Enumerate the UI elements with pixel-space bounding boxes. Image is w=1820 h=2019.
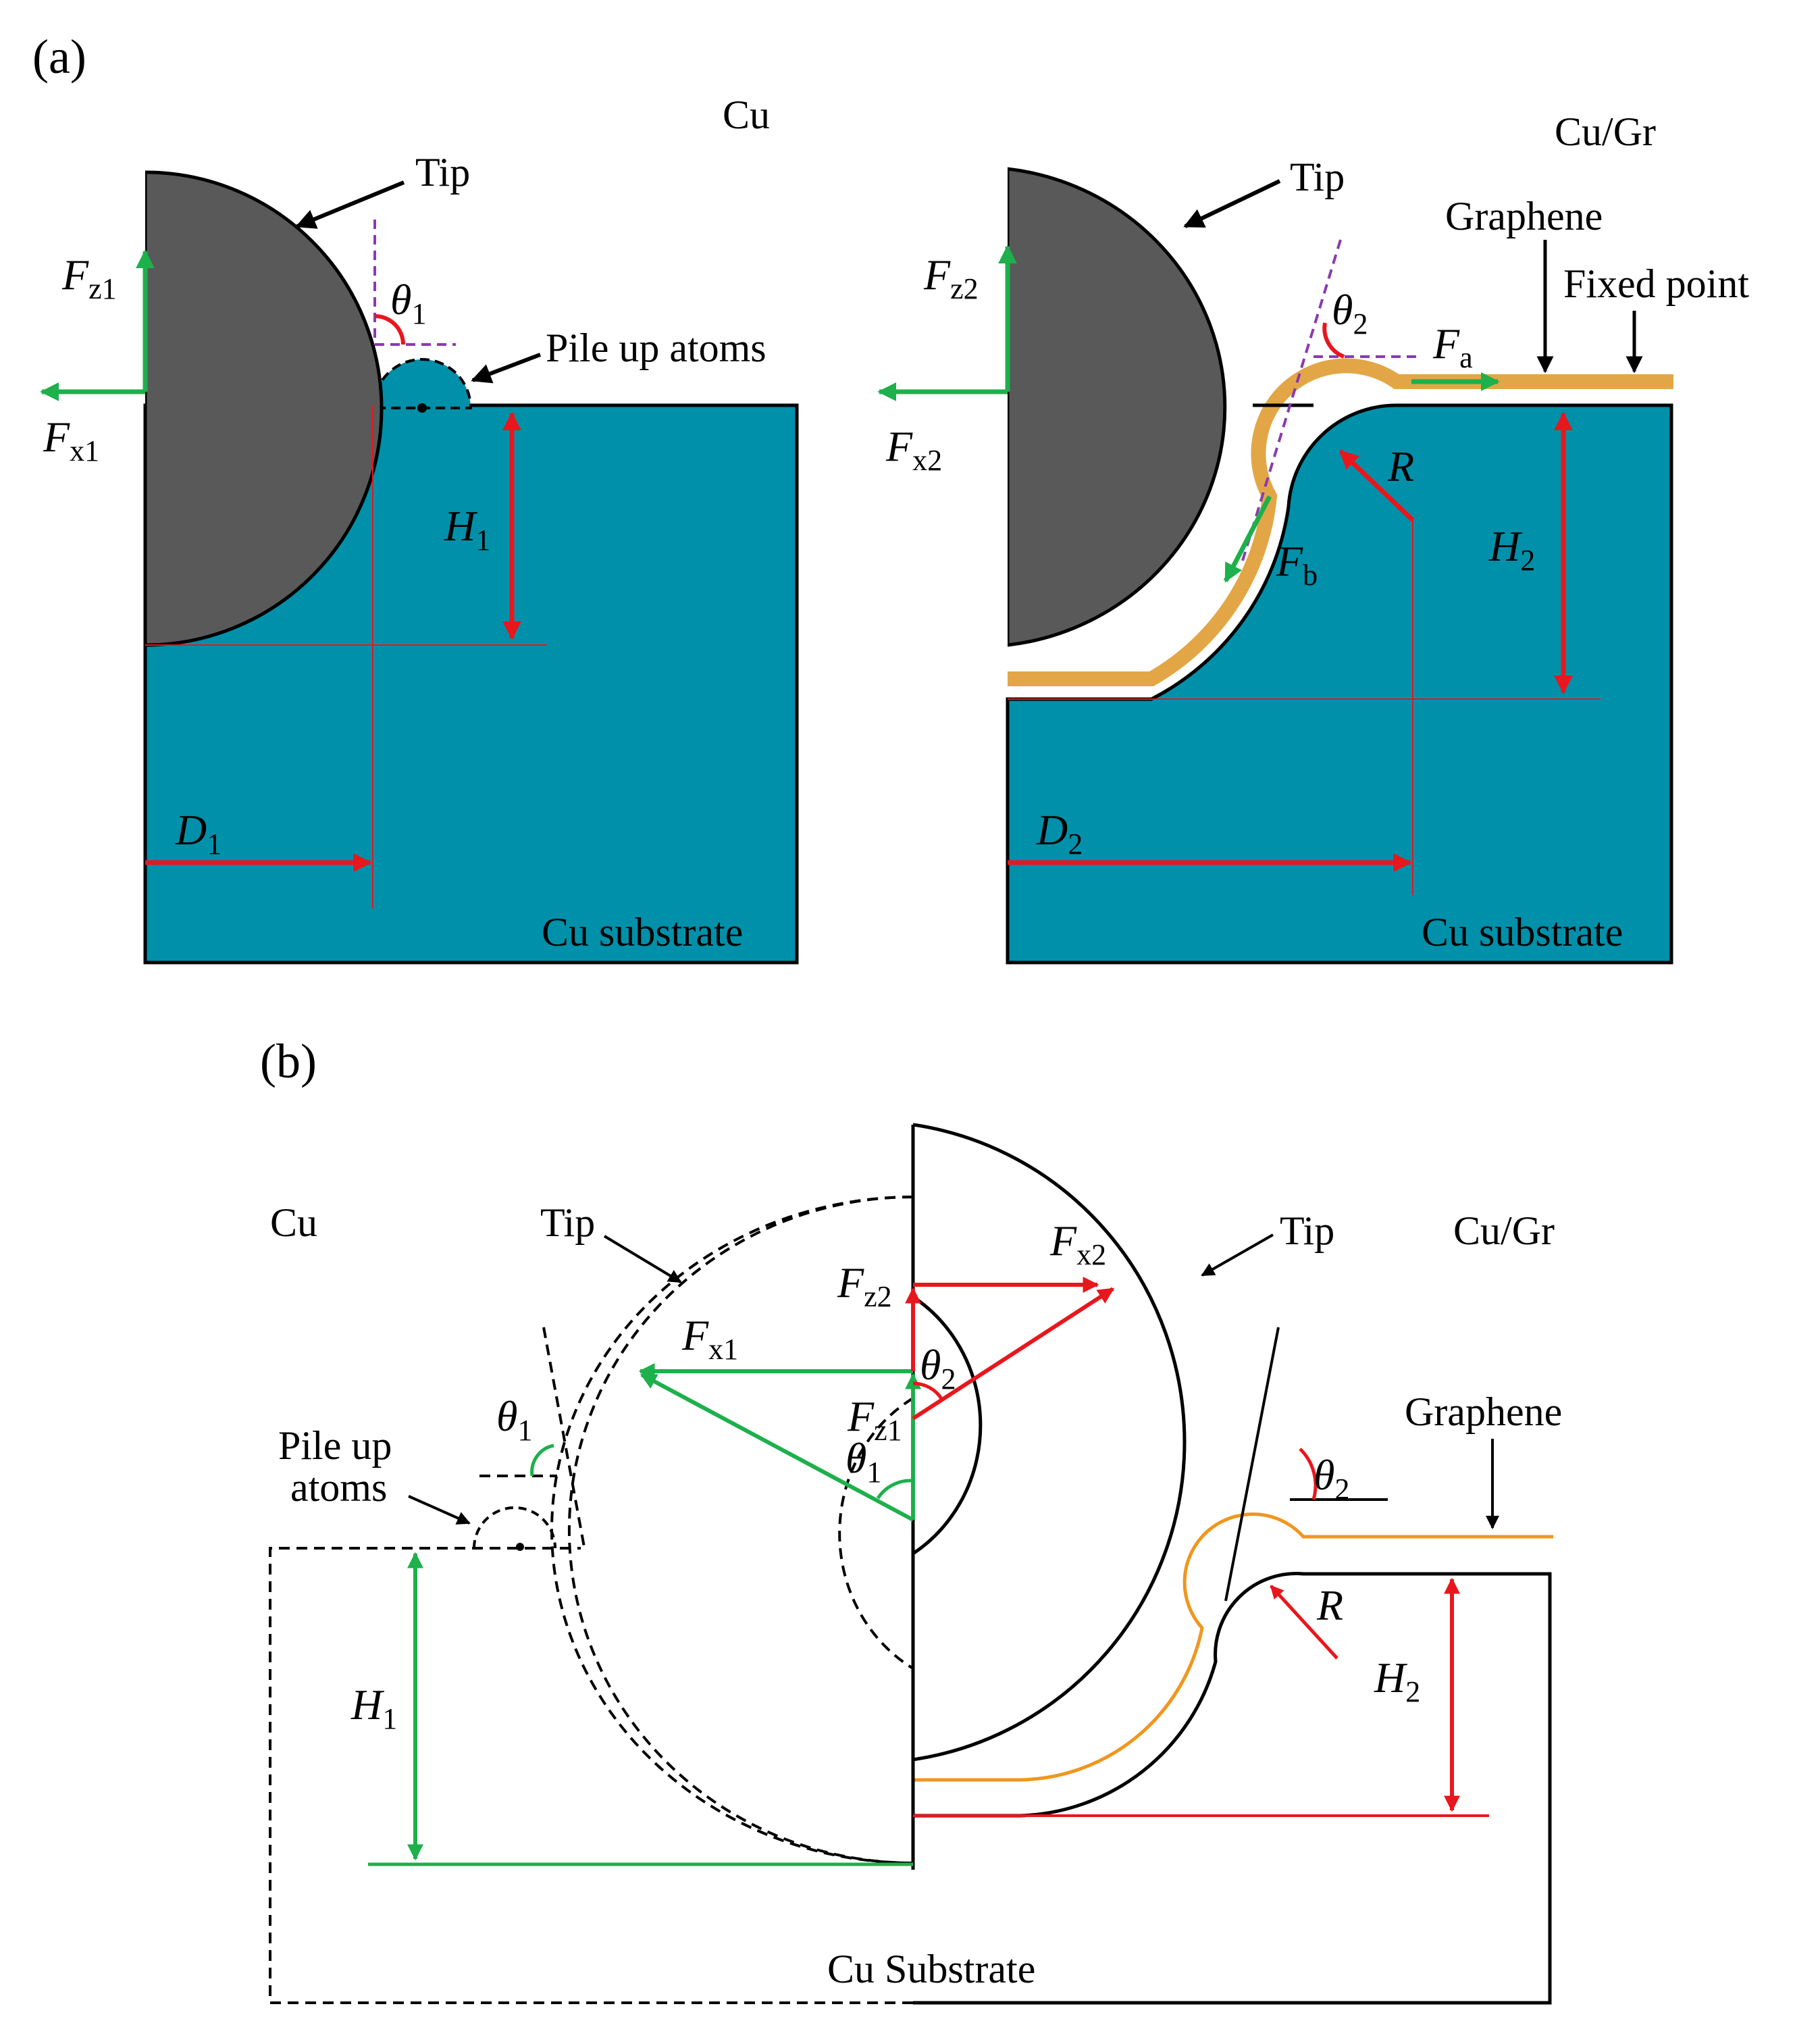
b-r-label: R xyxy=(1316,1581,1343,1629)
b-cugr-label: Cu/Gr xyxy=(1453,1208,1555,1253)
a-left-theta-label: θ1 xyxy=(390,276,426,330)
a-left-title: Cu xyxy=(723,93,770,137)
b-resultant1 xyxy=(640,1373,914,1522)
b-fx1-label: Fx1 xyxy=(681,1311,738,1366)
a-left-h-label: H1 xyxy=(444,502,490,557)
b-cu-label: Cu xyxy=(270,1200,317,1245)
a-left-substrate-label: Cu substrate xyxy=(542,910,743,954)
b-tip-right-label: Tip xyxy=(1280,1208,1334,1253)
a-right-fixed-label: Fixed point xyxy=(1563,261,1749,306)
a-right-theta-label: θ2 xyxy=(1332,286,1368,340)
b-pile-up-label-2: atoms xyxy=(290,1465,387,1510)
b-cugr-substrate xyxy=(913,1572,1552,2005)
a-right-tip xyxy=(1008,167,1227,647)
b-tip-left-label: Tip xyxy=(540,1200,595,1245)
b-tip-solid-inner xyxy=(913,1295,983,1556)
b-theta2-vec-arc xyxy=(912,1381,944,1401)
a-left-tip-label: Tip xyxy=(415,150,470,195)
b-substrate-label: Cu Substrate xyxy=(827,1947,1035,1991)
panel-a-right: Cu/Gr Tip Graphene Fixed point Cu sub xyxy=(877,109,1749,965)
b-tip-dashed-outer xyxy=(567,1196,913,1864)
b-graphene-line xyxy=(913,1512,1553,1782)
b-theta1-pile-arc xyxy=(530,1443,554,1477)
a-right-substrate xyxy=(1006,403,1673,965)
a-left-pile-up-label: Pile up atoms xyxy=(546,326,766,370)
a-left-pile-up-bump xyxy=(371,358,473,409)
a-right-fb-label: Fb xyxy=(1276,537,1318,592)
b-tip-dashed-outer2 xyxy=(550,1196,913,1864)
b-fz2-label: Fz2 xyxy=(837,1258,892,1313)
b-fz1-label: Fz1 xyxy=(847,1392,902,1447)
a-right-fb-arrow xyxy=(1223,495,1272,583)
b-cu-substrate-outline xyxy=(269,1547,913,2004)
a-right-fx-label: Fx2 xyxy=(885,422,942,477)
a-right-title: Cu/Gr xyxy=(1555,109,1656,154)
a-left-tip xyxy=(145,170,384,647)
b-theta2-wall-arc xyxy=(1299,1448,1318,1500)
panel-a-left: Cu Tip Pile up atoms Cu substrate Fz1 Fx… xyxy=(40,93,799,965)
a-left-theta-arc xyxy=(374,314,405,345)
b-h1-label: H1 xyxy=(350,1681,397,1735)
b-theta2-wall-label: θ2 xyxy=(1314,1451,1349,1506)
panel-b: Cu Cu/Gr Tip Tip Pile up atoms Graphene … xyxy=(269,1123,1562,2005)
b-theta1-pile-label: θ1 xyxy=(496,1392,532,1447)
b-tip-dashed-inner xyxy=(838,1397,913,1670)
a-right-fa-label: Fa xyxy=(1432,320,1473,374)
a-left-d-label: D1 xyxy=(175,806,222,861)
a-right-d-label: D2 xyxy=(1036,806,1083,861)
a-right-fz-label: Fz2 xyxy=(923,251,979,305)
panel-b-label: (b) xyxy=(260,1034,317,1088)
b-graphene-label: Graphene xyxy=(1405,1389,1562,1434)
b-r-arrow xyxy=(1270,1585,1338,1660)
b-pile-up-bump xyxy=(473,1506,556,1549)
b-theta1-vec-arc xyxy=(876,1479,914,1500)
a-left-pile-up-dot xyxy=(417,403,427,413)
a-right-theta-arc xyxy=(1322,322,1345,359)
a-right-graphene-ribbon xyxy=(1008,358,1673,686)
a-right-h-label: H2 xyxy=(1488,522,1535,577)
a-right-r-label: R xyxy=(1387,442,1414,490)
a-right-substrate-label: Cu substrate xyxy=(1422,910,1623,954)
b-theta1-vec-label: θ1 xyxy=(846,1434,881,1489)
a-right-graphene-label: Graphene xyxy=(1445,194,1603,238)
a-right-r-arrow xyxy=(1338,449,1415,522)
b-h2-label: H2 xyxy=(1374,1654,1420,1708)
b-resultant2 xyxy=(912,1287,1115,1421)
b-theta2-vec-label: θ2 xyxy=(920,1341,956,1396)
panel-a-label: (a) xyxy=(32,30,86,84)
a-left-fx-label: Fx1 xyxy=(43,413,99,467)
b-pile-up-label-1: Pile up xyxy=(278,1423,392,1468)
b-fx2-label: Fx2 xyxy=(1049,1217,1106,1271)
a-right-tip-label: Tip xyxy=(1290,155,1345,199)
b-tip-solid-outer xyxy=(913,1123,1187,1762)
a-left-fz-label: Fz1 xyxy=(61,251,117,305)
